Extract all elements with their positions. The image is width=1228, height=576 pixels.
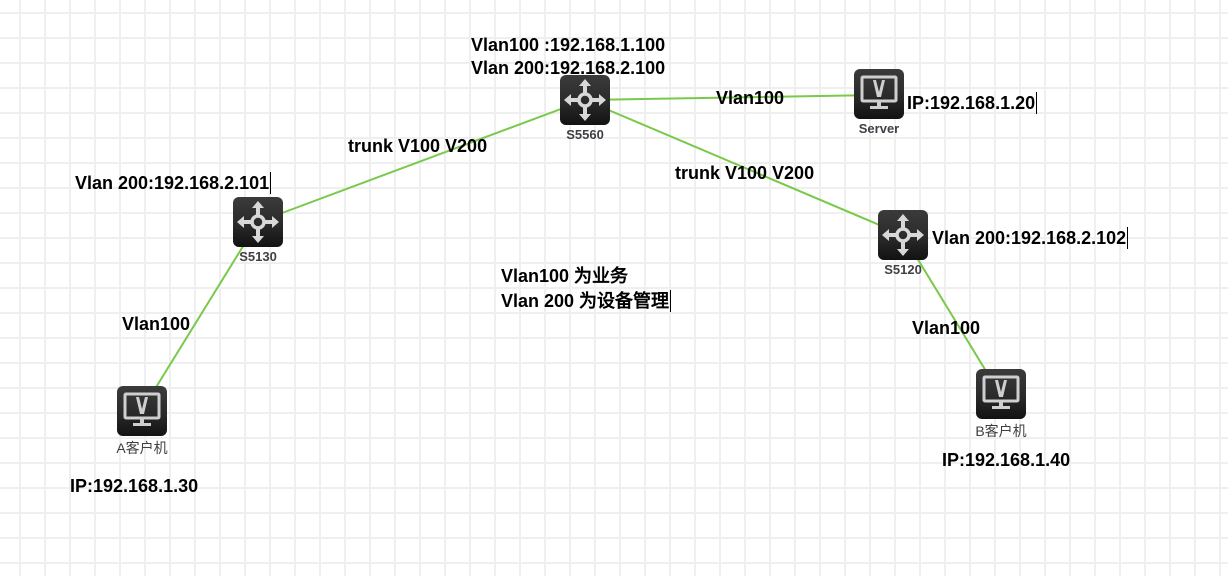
s5560-vlan200-ip[interactable]: Vlan 200:192.168.2.100 (471, 58, 666, 78)
s5560-vlan100-ip[interactable]: Vlan100 :192.168.1.100 (471, 35, 666, 55)
s5120-vlan200-ip[interactable]: Vlan 200:192.168.2.102 (932, 227, 1129, 249)
link-s5130-client-a[interactable] (141, 221, 259, 411)
server-ip[interactable]: IP:192.168.1.20 (907, 92, 1038, 114)
switch-arrows-icon (882, 214, 924, 256)
switch-s5120[interactable]: S5120 (878, 210, 928, 277)
link-label-s5130-client-a: Vlan100 (122, 314, 191, 334)
node-label: Server (858, 121, 900, 136)
client-a-ip[interactable]: IP:192.168.1.30 (70, 476, 199, 496)
link-label-s5560-server: Vlan100 (716, 88, 785, 108)
link-s5560-s5130[interactable] (257, 99, 586, 223)
pc-client-a[interactable]: A客户机 (116, 386, 168, 456)
switch-s5130[interactable]: S5130 (233, 197, 283, 264)
node-label: S5120 (884, 262, 922, 277)
switch-s5560[interactable]: S5560 (560, 75, 610, 142)
note-vlan100[interactable]: Vlan100 为业务 (501, 266, 629, 286)
node-label: S5130 (239, 249, 277, 264)
node-label: S5560 (566, 127, 604, 142)
link-s5120-client-b[interactable] (902, 234, 1001, 395)
monitor-icon (982, 375, 1020, 409)
link-s5560-s5120[interactable] (584, 99, 904, 236)
monitor-icon (860, 75, 898, 109)
link-s5560-server[interactable] (584, 94, 879, 101)
s5130-vlan200-ip[interactable]: Vlan 200:192.168.2.101 (75, 172, 272, 194)
note-vlan200[interactable]: Vlan 200 为设备管理 (501, 290, 672, 312)
monitor-icon (123, 392, 161, 426)
link-label-s5120-client-b: Vlan100 (912, 318, 981, 338)
pc-server[interactable]: Server (854, 69, 904, 136)
node-label: B客户机 (975, 423, 1027, 439)
node-label: A客户机 (116, 440, 168, 456)
client-b-ip[interactable]: IP:192.168.1.40 (942, 450, 1071, 470)
link-label-s5560-s5130: trunk V100 V200 (348, 136, 488, 156)
pc-client-b[interactable]: B客户机 (975, 369, 1027, 439)
switch-arrows-icon (564, 79, 606, 121)
link-label-s5560-s5120: trunk V100 V200 (675, 163, 815, 183)
switch-arrows-icon (237, 201, 279, 243)
